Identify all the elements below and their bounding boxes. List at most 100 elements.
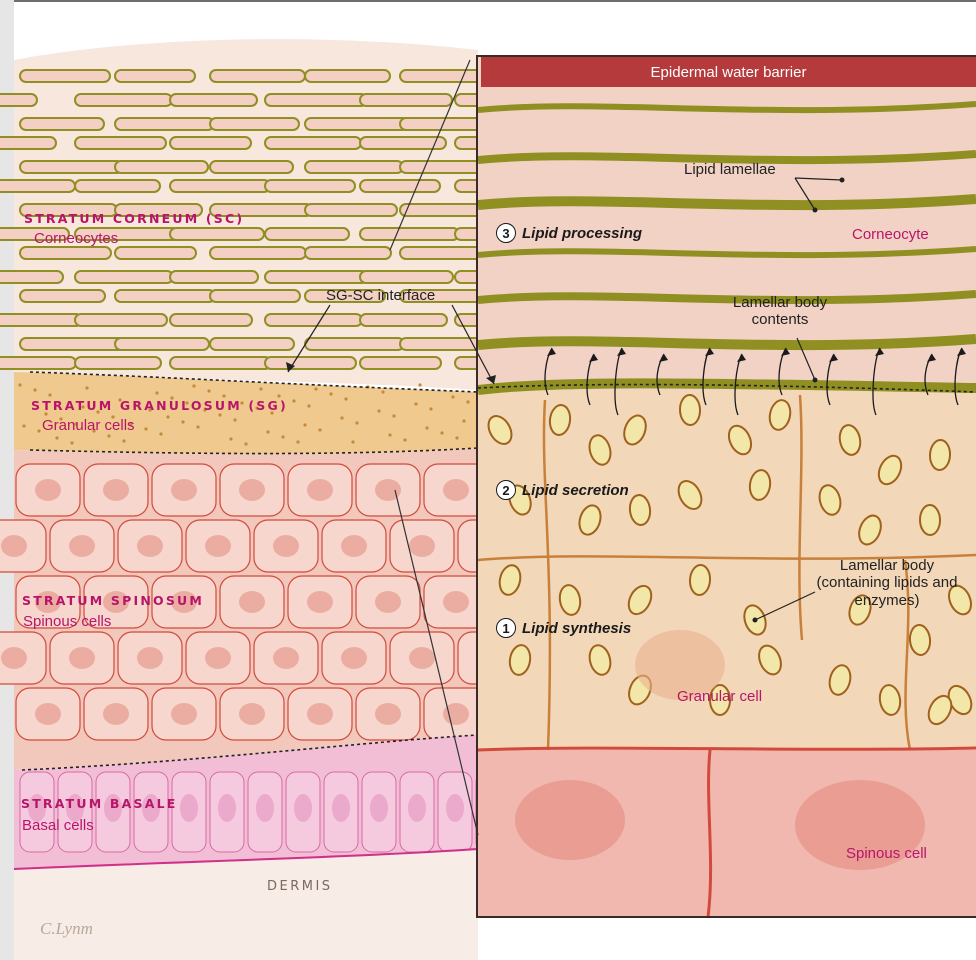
spinous-nucleus [307,703,333,725]
keratohyalin-granule [318,428,321,431]
corneocyte-flake [265,228,349,240]
corneocyte-flake [20,338,124,350]
corneocyte-flake [170,94,257,106]
label-granular-cells: Granular cells [42,418,135,433]
spinous-nucleus [409,535,435,557]
corneocyte-flake [360,228,459,240]
corneocyte-flake [360,357,441,369]
keratohyalin-granule [392,414,395,417]
keratohyalin-granule [451,395,454,398]
label-stratum-basale: STRATUM BASALE [21,798,178,811]
corneocyte-flake [170,180,270,192]
corneocyte-flake [305,118,409,130]
inset-spinous-top-wall [478,748,976,750]
label-stratum-corneum: STRATUM CORNEUM (SC) [24,213,244,226]
label-lamellar-body-contents: Lamellar body contents [720,294,840,329]
corneocyte-flake [360,314,447,326]
label-sg-sc-interface: SG-SC interface [326,288,435,303]
corneocyte-flake [210,161,293,173]
keratohyalin-granule [55,436,58,439]
corneocyte-flake [20,290,105,302]
corneocyte-flake [265,180,355,192]
corneocyte-flake [170,314,252,326]
step-label-2: Lipid secretion [522,483,629,498]
spinous-nucleus [171,703,197,725]
keratohyalin-granule [33,388,36,391]
keratohyalin-granule [233,418,236,421]
basal-nucleus [180,794,198,822]
corneocyte-flake [305,161,403,173]
corneocyte-flake [265,314,362,326]
step-lipid-secretion: 2 Lipid secretion [496,480,629,500]
keratohyalin-granule [429,407,432,410]
keratohyalin-granule [259,387,262,390]
spinous-nucleus [443,591,469,613]
keratohyalin-granule [418,383,421,386]
keratohyalin-granule [329,392,332,395]
keratohyalin-granule [351,440,354,443]
keratohyalin-granule [18,383,21,386]
keratohyalin-granule [466,400,469,403]
keratohyalin-granule [159,432,162,435]
keratohyalin-granule [155,391,158,394]
spinous-nucleus [35,703,61,725]
corneocyte-flake [360,180,440,192]
corneocyte-flake [20,70,110,82]
keratohyalin-granule [37,429,40,432]
artist-signature: C.Lynm [40,920,93,937]
spinous-nucleus [103,479,129,501]
corneocyte-flake [305,338,404,350]
keratohyalin-granule [344,397,347,400]
keratohyalin-granule [107,434,110,437]
keratohyalin-granule [244,442,247,445]
lipid-lamella [478,339,976,345]
keratohyalin-granule [207,389,210,392]
keratohyalin-granule [462,419,465,422]
inset-title: Epidermal water barrier [651,64,807,81]
label-lipid-lamellae: Lipid lamellae [684,162,776,177]
spinous-nucleus-left [515,780,625,860]
corneocyte-flake [360,94,452,106]
label-spinous-cells: Spinous cells [23,614,111,629]
spinous-nucleus [409,647,435,669]
keratohyalin-granule [440,431,443,434]
corneocyte-flake [0,271,63,283]
corneocyte-flake [20,118,104,130]
step-number-2: 2 [496,480,516,500]
lamellar-body-vesicle [920,505,941,535]
basal-nucleus [294,794,312,822]
keratohyalin-granule [85,386,88,389]
step-lipid-synthesis: 1 Lipid synthesis [496,618,631,638]
corneocyte-flake [265,94,367,106]
corneocyte-flake [210,247,306,259]
corneocyte-flake [20,161,123,173]
spinous-nucleus [69,647,95,669]
keratohyalin-granule [425,426,428,429]
corneocyte-flake [0,94,37,106]
keratohyalin-granule [218,413,221,416]
basal-nucleus [408,794,426,822]
keratohyalin-granule [144,427,147,430]
spinous-nucleus [239,703,265,725]
keratohyalin-granule [166,415,169,418]
corneocyte-flake [0,357,76,369]
keratohyalin-granule [314,387,317,390]
spinous-nucleus [307,591,333,613]
keratohyalin-granule [281,435,284,438]
keratohyalin-granule [296,440,299,443]
top-rule [0,0,976,2]
keratohyalin-granule [22,424,25,427]
keratohyalin-granule [303,423,306,426]
keratohyalin-granule [414,402,417,405]
body-contents-dot [813,378,818,383]
lamellar-body-vesicle [929,439,951,470]
corneocyte-flake [170,137,251,149]
step-lipid-processing: 3 Lipid processing [496,223,642,243]
spinous-nucleus [375,591,401,613]
keratohyalin-granule [381,390,384,393]
keratohyalin-granule [455,436,458,439]
keratohyalin-granule [122,439,125,442]
corneocyte-flake [115,70,195,82]
lamellae-dot-1 [840,178,845,183]
basal-nucleus [256,794,274,822]
